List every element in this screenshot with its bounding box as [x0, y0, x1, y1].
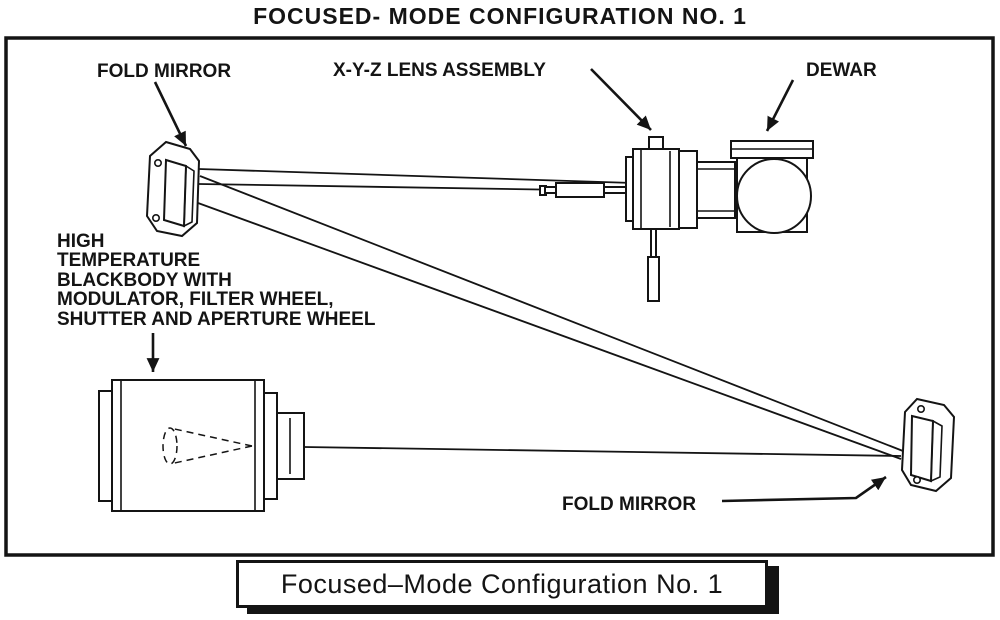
- mounting-hole: [916, 404, 925, 413]
- mounting-hole: [152, 214, 161, 223]
- label-xyz-lens-assembly: X-Y-Z LENS ASSEMBLY: [333, 60, 546, 81]
- label-blackbody-line: SHUTTER AND APERTURE WHEEL: [57, 309, 376, 330]
- label-blackbody-line: BLACKBODY WITH: [57, 270, 232, 291]
- mirror-face: [909, 414, 935, 483]
- cone-edge: [169, 427, 253, 447]
- fold-mirror-bottom-arrow: [721, 475, 887, 503]
- fold-mirror-top-arrow: [153, 81, 188, 147]
- mirror-face: [162, 158, 188, 228]
- coupling-tube: [696, 161, 736, 219]
- callout-arrows: [146, 68, 887, 503]
- label-fold-mirror-top: FOLD MIRROR: [97, 61, 231, 82]
- label-blackbody: HIGH TEMPERATURE BLACKBODY WITH MODULATO…: [57, 231, 376, 330]
- beam-line: [198, 168, 634, 184]
- mounting-hole: [912, 475, 921, 484]
- cone-mouth: [162, 427, 178, 465]
- label-fold-mirror-bottom: FOLD MIRROR: [562, 494, 696, 515]
- right-plate: [678, 150, 698, 229]
- label-dewar: DEWAR: [806, 60, 877, 81]
- fold-mirror-bottom-assembly: [900, 397, 956, 493]
- beam-line: [199, 175, 904, 452]
- xyz-lens-arrow: [590, 68, 652, 131]
- dewar-arrow: [765, 79, 795, 132]
- caption-box: Focused–Mode Configuration No. 1: [236, 560, 768, 608]
- mirror-bevel: [930, 419, 943, 483]
- top-adjuster-knob: [648, 136, 664, 150]
- beam-line: [303, 446, 902, 457]
- diagram-labels: FOLD MIRROR X-Y-Z LENS ASSEMBLY DEWAR HI…: [57, 60, 877, 515]
- beam-line: [197, 202, 902, 460]
- fold-mirror-top-assembly: [145, 140, 201, 238]
- blackbody-right-plate: [263, 392, 278, 500]
- vertical-rod: [650, 228, 657, 258]
- caption-text: Focused–Mode Configuration No. 1: [280, 568, 724, 599]
- vertical-micrometer: [647, 256, 660, 302]
- micrometer-barrel: [555, 182, 605, 198]
- mirror-bevel: [183, 164, 195, 228]
- blackbody-housing: [111, 379, 265, 512]
- left-flange: [625, 156, 634, 222]
- xyz-lens-assembly: [539, 136, 698, 302]
- lens-body: [632, 148, 680, 230]
- mounting-hole: [154, 159, 163, 168]
- diagram-frame: [4, 36, 995, 557]
- cone-edge: [169, 445, 253, 465]
- blackbody-left-plate: [98, 390, 113, 502]
- dewar-vessel: [736, 158, 812, 234]
- label-blackbody-line: MODULATOR, FILTER WHEEL,: [57, 289, 334, 310]
- internal-beam-cone: [162, 427, 253, 465]
- label-blackbody-line: HIGH: [57, 231, 105, 252]
- dewar-assembly: [696, 140, 814, 234]
- blackbody-assembly: [98, 379, 305, 512]
- page-title: FOCUSED- MODE CONFIGURATION NO. 1: [253, 3, 747, 29]
- label-blackbody-line: TEMPERATURE: [57, 250, 200, 271]
